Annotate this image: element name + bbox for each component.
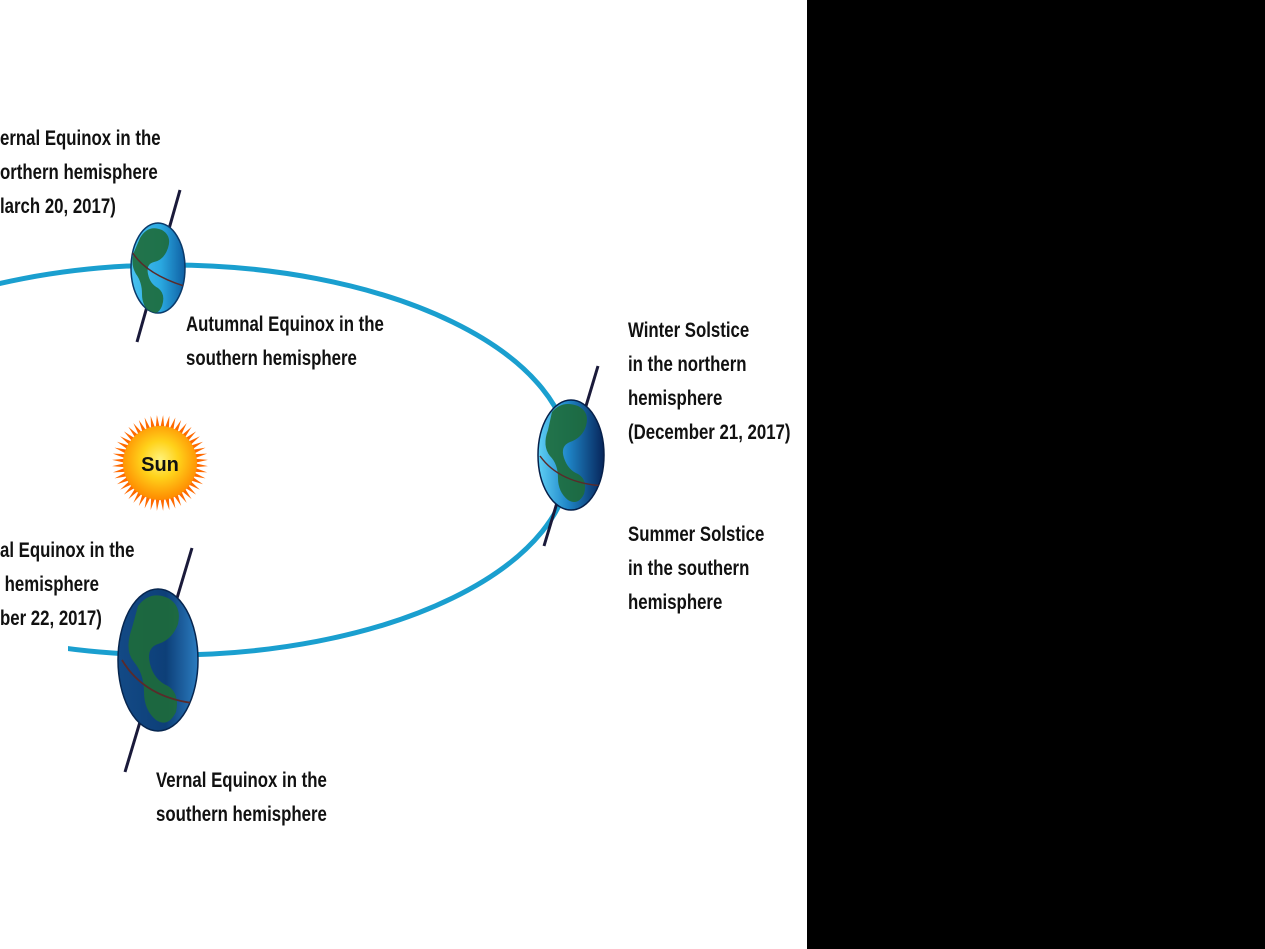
label-summer-solstice-south: Summer Solstice in the southern hemisphe…	[628, 518, 764, 620]
orbit-gap	[0, 560, 68, 670]
label-line: Autumnal Equinox in the	[186, 313, 384, 336]
label-autumnal-equinox-south: Autumnal Equinox in the southern hemisph…	[186, 308, 384, 376]
label-autumnal-equinox-north: al Equinox in the hemisphere ber 22, 201…	[0, 534, 134, 636]
sun-core	[123, 426, 197, 500]
earth-icon	[117, 547, 199, 773]
label-line: southern hemisphere	[156, 803, 327, 826]
sun-label: Sun	[141, 454, 179, 476]
label-line: Winter Solstice	[628, 319, 750, 342]
label-line: in the southern	[628, 557, 750, 580]
label-winter-solstice-north: Winter Solstice in the northern hemisphe…	[628, 314, 791, 450]
label-line: hemisphere	[628, 387, 723, 410]
label-line: hemisphere	[0, 573, 99, 596]
label-line: Summer Solstice	[628, 523, 765, 546]
label-vernal-equinox-north: ernal Equinox in the orthern hemisphere …	[0, 122, 161, 224]
label-line: (December 21, 2017)	[628, 421, 791, 444]
black-panel	[807, 0, 1265, 949]
label-line: hemisphere	[628, 591, 723, 614]
label-line: larch 20, 2017)	[0, 195, 116, 218]
label-vernal-equinox-south: Vernal Equinox in the southern hemispher…	[156, 764, 327, 832]
label-line: ernal Equinox in the	[0, 127, 161, 150]
label-line: Vernal Equinox in the	[156, 769, 327, 792]
label-line: orthern hemisphere	[0, 161, 158, 184]
label-line: southern hemisphere	[186, 347, 357, 370]
earth-icon	[130, 189, 186, 343]
label-line: ber 22, 2017)	[0, 607, 102, 630]
label-line: in the northern	[628, 353, 747, 376]
earth-icon	[537, 365, 605, 547]
label-line: al Equinox in the	[0, 539, 135, 562]
